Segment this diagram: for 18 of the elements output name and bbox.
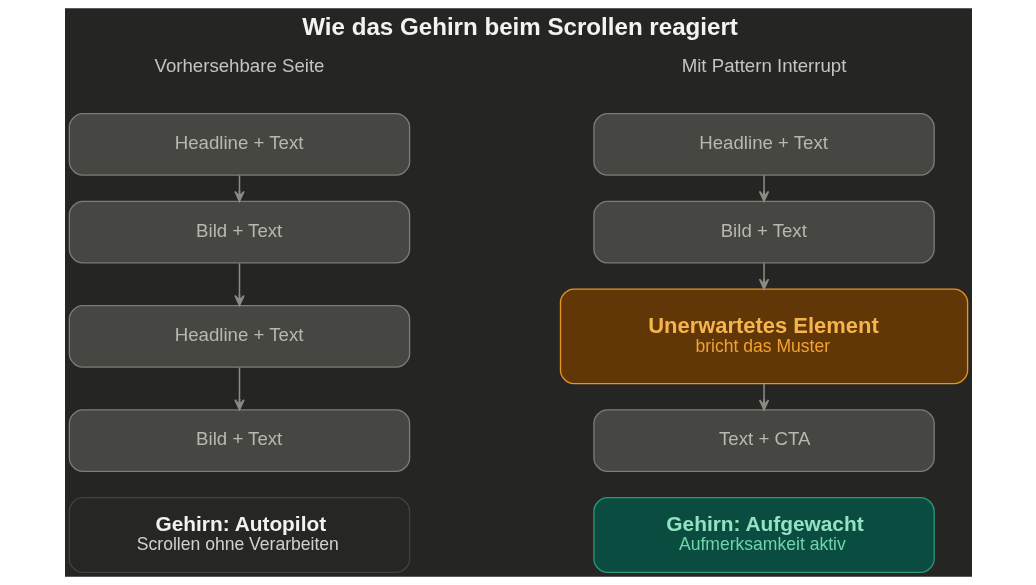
arrow [233, 262, 245, 307]
node-box: Bild + Text [68, 200, 410, 264]
arrow [758, 262, 769, 290]
node-box: Headline + Text [68, 112, 410, 176]
node-box: Bild + Text [68, 409, 410, 473]
node-box: Headline + Text [592, 112, 935, 176]
diagram-title: Wie das Gehirn beim Scrollen reagiert [301, 13, 738, 41]
node-box: Headline + Text [68, 305, 410, 368]
node-box: Gehirn: Aufgewacht Aufmerksamkeit aktiv [592, 497, 935, 573]
arrow [233, 366, 245, 411]
arrow [758, 174, 769, 203]
label: Mit Pattern Interrupt [681, 55, 846, 77]
node-box: Text + CTA [592, 409, 935, 473]
arrow [758, 383, 769, 411]
node-box: Gehirn: Autopilot Scrollen ohne Verarbeiten [68, 497, 410, 573]
node-box: Bild + Text [592, 200, 935, 264]
node-box: Unerwartetes Element bricht das Muster [559, 288, 968, 385]
label: Vorhersehbare Seite [154, 55, 324, 77]
